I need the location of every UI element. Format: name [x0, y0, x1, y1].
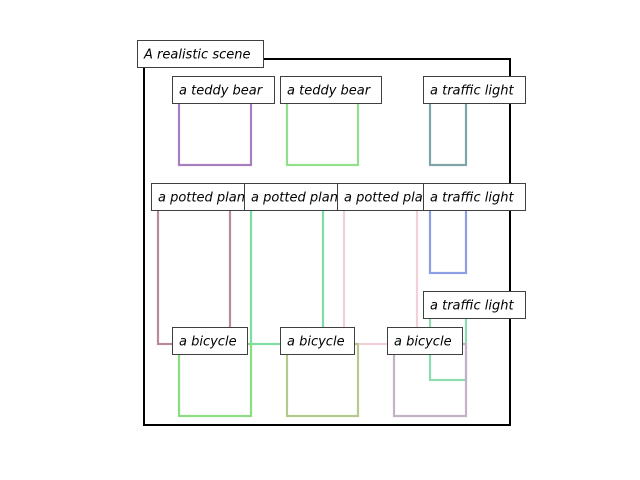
potted-plant-label-2: a potted plant [251, 191, 344, 206]
potted-plant-box-3 [342, 198, 419, 346]
potted-plant-label-3: a potted plant [344, 191, 437, 206]
scene-frame [143, 58, 511, 426]
object-labels: a teddy bear a teddy bear a traffic ligh… [151, 76, 526, 355]
bicycle-tag-3: a bicycle [387, 327, 463, 355]
potted-plant-box-2 [249, 198, 325, 346]
bicycle-tag-1: a bicycle [172, 327, 248, 355]
scene-title-tag: A realistic scene [137, 40, 264, 68]
traffic-light-label-1: a traffic light [430, 84, 514, 99]
traffic-light-tag-3: a traffic light [423, 291, 526, 319]
potted-plant-label-1: a potted plant [158, 191, 251, 206]
object-boxes [156, 91, 468, 418]
teddy-bear-label-1: a teddy bear [179, 84, 264, 99]
bicycle-label-2: a bicycle [287, 335, 345, 350]
teddy-bear-tag-1: a teddy bear [172, 76, 275, 104]
teddy-bear-label-2: a teddy bear [287, 84, 372, 99]
bicycle-label-1: a bicycle [179, 335, 237, 350]
traffic-light-tag-1: a traffic light [423, 76, 526, 104]
traffic-light-label-2: a traffic light [430, 191, 514, 206]
traffic-light-tag-2: a traffic light [423, 183, 526, 211]
teddy-bear-tag-2: a teddy bear [280, 76, 382, 104]
bicycle-tag-2: a bicycle [280, 327, 355, 355]
traffic-light-label-3: a traffic light [430, 299, 514, 314]
potted-plant-box-1 [156, 198, 232, 346]
scene-title: A realistic scene [143, 48, 250, 63]
bicycle-label-3: a bicycle [394, 335, 452, 350]
